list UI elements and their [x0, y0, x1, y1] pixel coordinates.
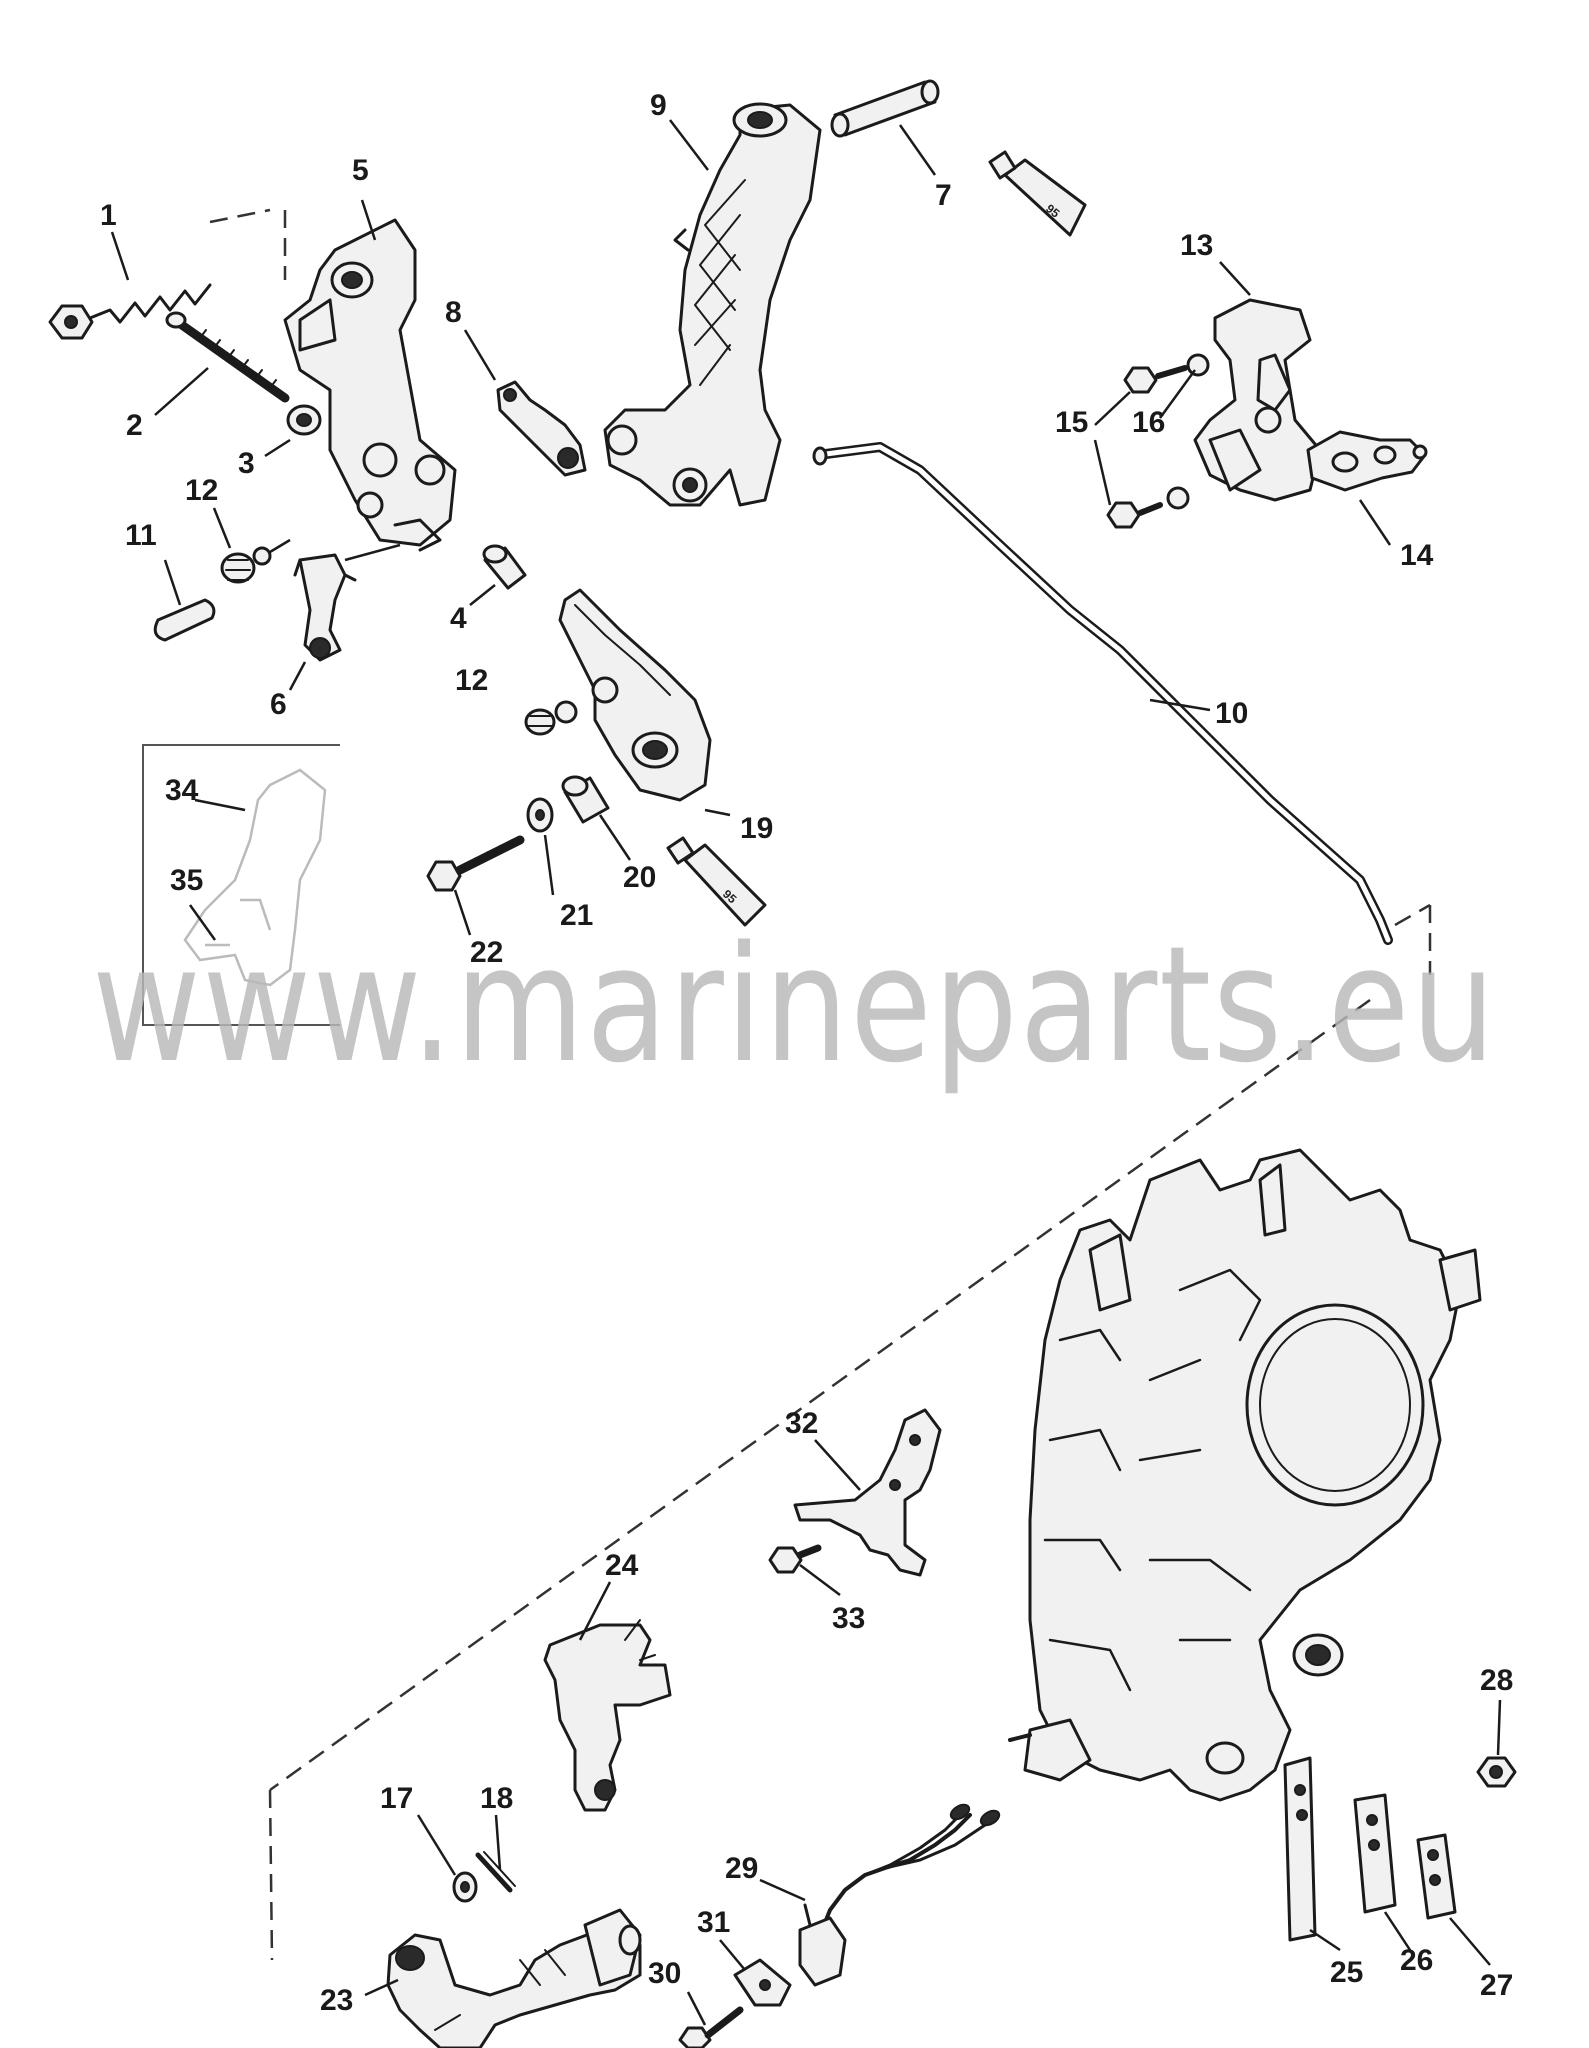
callout-12a: 12: [185, 474, 218, 507]
part-25-shim: [1283, 1756, 1317, 1942]
part-13-cam-bracket: [1193, 298, 1322, 502]
part-12-upper-ball-stud: [220, 538, 291, 584]
part-20-bushing: [561, 775, 610, 824]
part-17-washer: [452, 1871, 478, 1903]
part-21-washer: [526, 797, 554, 833]
callout-25: 25: [1330, 1956, 1363, 1989]
part-28-nut: [1476, 1756, 1517, 1788]
callout-28: 28: [1480, 1664, 1513, 1697]
callout-3: 3: [238, 447, 255, 480]
grease-tube-upper: 95: [988, 150, 1087, 237]
part-10-rod: [812, 442, 1432, 975]
part-12-lower-ball-stud: [524, 700, 578, 736]
callout-2: 2: [126, 409, 143, 442]
part-6-link: [293, 543, 401, 662]
callout-5: 5: [352, 154, 369, 187]
part-11-clip: [153, 598, 216, 642]
callout-16: 16: [1132, 406, 1165, 439]
part-14-gasket: [1306, 430, 1428, 492]
part-19-cam-plate: [558, 588, 712, 802]
part-27-shim: [1416, 1833, 1457, 1920]
part-29-wire-harness: [798, 1803, 1001, 1987]
callout-19: 19: [740, 812, 773, 845]
part-23-shift-lever: [386, 1908, 642, 2048]
callout-26: 26: [1400, 1944, 1433, 1977]
callout-34: 34: [165, 774, 199, 807]
part-3-nut: [286, 404, 322, 436]
callout-32: 32: [785, 1407, 818, 1440]
part-4-bushing: [482, 544, 527, 590]
callout-7: 7: [935, 179, 952, 212]
part-30-screw: [678, 2006, 744, 2048]
callout-33: 33: [832, 1602, 865, 1635]
part-1-spring-bolt: [48, 208, 287, 340]
callout-8: 8: [445, 296, 462, 329]
callout-6: 6: [270, 688, 287, 721]
callout-4: 4: [450, 602, 467, 635]
callout-23: 23: [320, 1984, 353, 2017]
callout-17: 17: [380, 1782, 413, 1815]
part-26-shim: [1353, 1793, 1397, 1914]
callout-21: 21: [560, 899, 593, 932]
part-24-cam-follower: [543, 1619, 672, 1812]
watermark-text: www.marineparts.eu: [92, 911, 1497, 1098]
part-18-cotter-pin: [475, 1851, 516, 1893]
callout-13: 13: [1180, 229, 1213, 262]
part-7-pin: [830, 79, 940, 138]
callout-29: 29: [725, 1852, 758, 1885]
callout-12b: 12: [455, 664, 488, 697]
part-2-stud: [165, 311, 290, 403]
callout-31: 31: [697, 1906, 730, 1939]
callout-35: 35: [170, 864, 203, 897]
callout-24: 24: [605, 1549, 639, 1582]
callout-numbers: 1 2 3 4 5 6 7 8 9 10 11 12 12 13 14 15 1…: [100, 89, 1513, 2017]
part-8-link: [496, 380, 587, 477]
callout-27: 27: [1480, 1969, 1513, 2002]
inset-detail: [142, 744, 340, 1026]
part-22-bolt: [426, 835, 525, 892]
part-31-clip: [733, 1958, 792, 2007]
part-16-washers: [1166, 353, 1210, 510]
callout-15: 15: [1055, 406, 1088, 439]
callout-9: 9: [650, 89, 667, 122]
part-33-screw: [768, 1544, 822, 1574]
callout-11: 11: [125, 519, 157, 552]
callout-30: 30: [648, 1957, 681, 1990]
callout-14: 14: [1400, 539, 1434, 572]
housing-casting: [1008, 1148, 1482, 1802]
part-32-bracket: [793, 1408, 942, 1577]
callout-10: 10: [1215, 697, 1248, 730]
callout-20: 20: [623, 861, 656, 894]
callout-1: 1: [100, 199, 117, 232]
part-9-arm: [603, 102, 822, 507]
grease-tube-lower: 95: [666, 836, 767, 927]
assembly-dash-lines: [268, 998, 1371, 1961]
leader-lines: [110, 119, 1502, 2026]
callout-22: 22: [470, 936, 503, 969]
part-15-screws: [1106, 365, 1188, 529]
callout-18: 18: [480, 1782, 513, 1815]
part-5-bracket: [283, 218, 457, 552]
